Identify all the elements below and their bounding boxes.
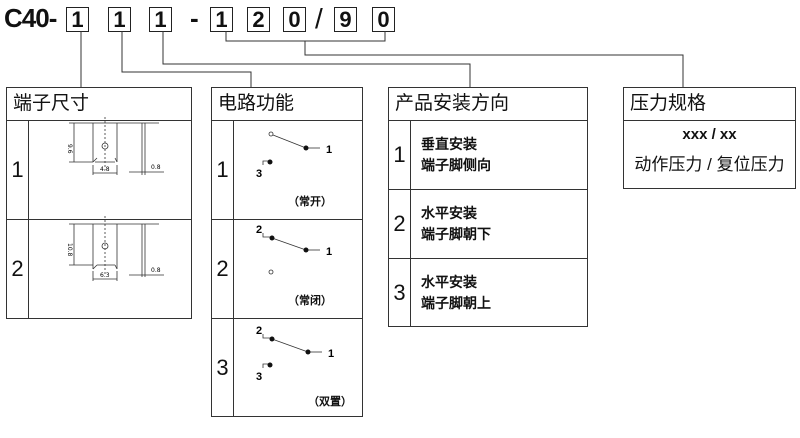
mounting-line1: 垂直安装 <box>421 135 477 152</box>
circuit-diagram-no: 1 3 （常开） <box>234 120 362 219</box>
connector-mounting <box>162 31 471 87</box>
pin-label: 2 <box>256 325 262 337</box>
row-number: 2 <box>389 189 411 258</box>
terminal-drawing-1: 9.6 4.8 0.8 <box>29 117 191 219</box>
code-slash: / <box>315 3 323 34</box>
code-dash: - <box>190 3 199 33</box>
row-number: 1 <box>212 120 234 219</box>
pressure-title: 压力规格 <box>624 88 795 121</box>
terminal-size-row-2: 2 10.8 6.3 0.8 <box>7 216 191 319</box>
mounting-line2: 端子脚朝上 <box>421 294 491 311</box>
row-number: 2 <box>212 219 234 318</box>
terminal-drawing-2: 10.8 6.3 0.8 <box>29 216 191 319</box>
connector-pressure <box>304 41 684 87</box>
circuit-row-1: 1 1 3 （常开） <box>212 120 362 220</box>
dim-thickness: 0.8 <box>151 164 161 171</box>
mounting-row-3: 3 水平安装端子脚朝上 <box>389 258 587 327</box>
pin-label: 1 <box>326 246 332 258</box>
terminal-size-row-1: 1 9.6 4.8 0.8 <box>7 117 191 220</box>
terminal-size-title: 端子尺寸 <box>7 88 191 121</box>
dim-height: 9.6 <box>66 144 73 154</box>
connector-circuit <box>121 31 252 87</box>
connector-pressure-bracket <box>225 31 386 42</box>
mounting-title: 产品安装方向 <box>389 88 587 121</box>
pressure-format: xxx / xx <box>682 126 737 143</box>
code-digit-circuit: 1 <box>108 7 131 32</box>
circuit-diagram-nc: 2 1 （常闭） <box>234 219 362 318</box>
code-digit-pressure-2: 2 <box>247 7 270 32</box>
row-number: 3 <box>389 258 411 327</box>
mounting-line2: 端子脚侧向 <box>421 156 491 173</box>
circuit-row-3: 3 2 1 3 （双置） <box>212 318 362 417</box>
mounting-line2: 端子脚朝下 <box>421 225 491 242</box>
code-digit-reset-1: 9 <box>334 7 357 32</box>
circuit-caption: （常开） <box>288 196 332 208</box>
code-digit-pressure-3: 0 <box>283 7 306 32</box>
code-digit-terminal: 1 <box>66 7 89 32</box>
circuit-caption: （常闭） <box>288 295 332 307</box>
row-number: 2 <box>7 219 29 319</box>
code-digit-mounting: 1 <box>149 7 172 32</box>
mounting-row-1: 1 垂直安装端子脚侧向 <box>389 120 587 190</box>
code-prefix: C40- <box>4 3 57 33</box>
mounting-row-2: 2 水平安装端子脚朝下 <box>389 189 587 259</box>
pressure-description: 动作压力 / 复位压力 <box>634 155 785 174</box>
row-number: 3 <box>212 318 234 417</box>
code-digit-pressure-1: 1 <box>210 7 233 32</box>
pin-label: 3 <box>256 371 262 383</box>
pressure-table: 压力规格 xxx / xx 动作压力 / 复位压力 <box>623 87 796 189</box>
dim-width: 6.3 <box>100 272 110 279</box>
circuit-caption: （双置） <box>308 396 352 408</box>
dim-thickness: 0.8 <box>151 267 161 274</box>
mounting-table: 产品安装方向 1 垂直安装端子脚侧向 2 水平安装端子脚朝下 3 水平安装端子脚… <box>388 87 588 327</box>
row-number: 1 <box>389 120 411 189</box>
code-digit-reset-2: 0 <box>372 7 395 32</box>
circuit-function-table: 电路功能 1 1 3 （常开） 2 <box>211 87 363 417</box>
circuit-function-title: 电路功能 <box>212 88 362 121</box>
pin-label: 1 <box>328 348 334 360</box>
mounting-line1: 水平安装 <box>421 204 477 221</box>
pin-label: 3 <box>256 168 262 180</box>
circuit-row-2: 2 2 1 （常闭） <box>212 219 362 319</box>
dim-height: 10.8 <box>66 243 73 257</box>
circuit-diagram-dt: 2 1 3 （双置） <box>234 318 362 417</box>
pin-label: 1 <box>326 144 332 156</box>
terminal-size-table: 端子尺寸 1 9.6 4.8 0.8 <box>6 87 192 319</box>
pin-label: 2 <box>256 224 262 236</box>
mounting-line1: 水平安装 <box>421 273 477 290</box>
dim-width: 4.8 <box>100 166 110 173</box>
row-number: 1 <box>7 120 29 219</box>
